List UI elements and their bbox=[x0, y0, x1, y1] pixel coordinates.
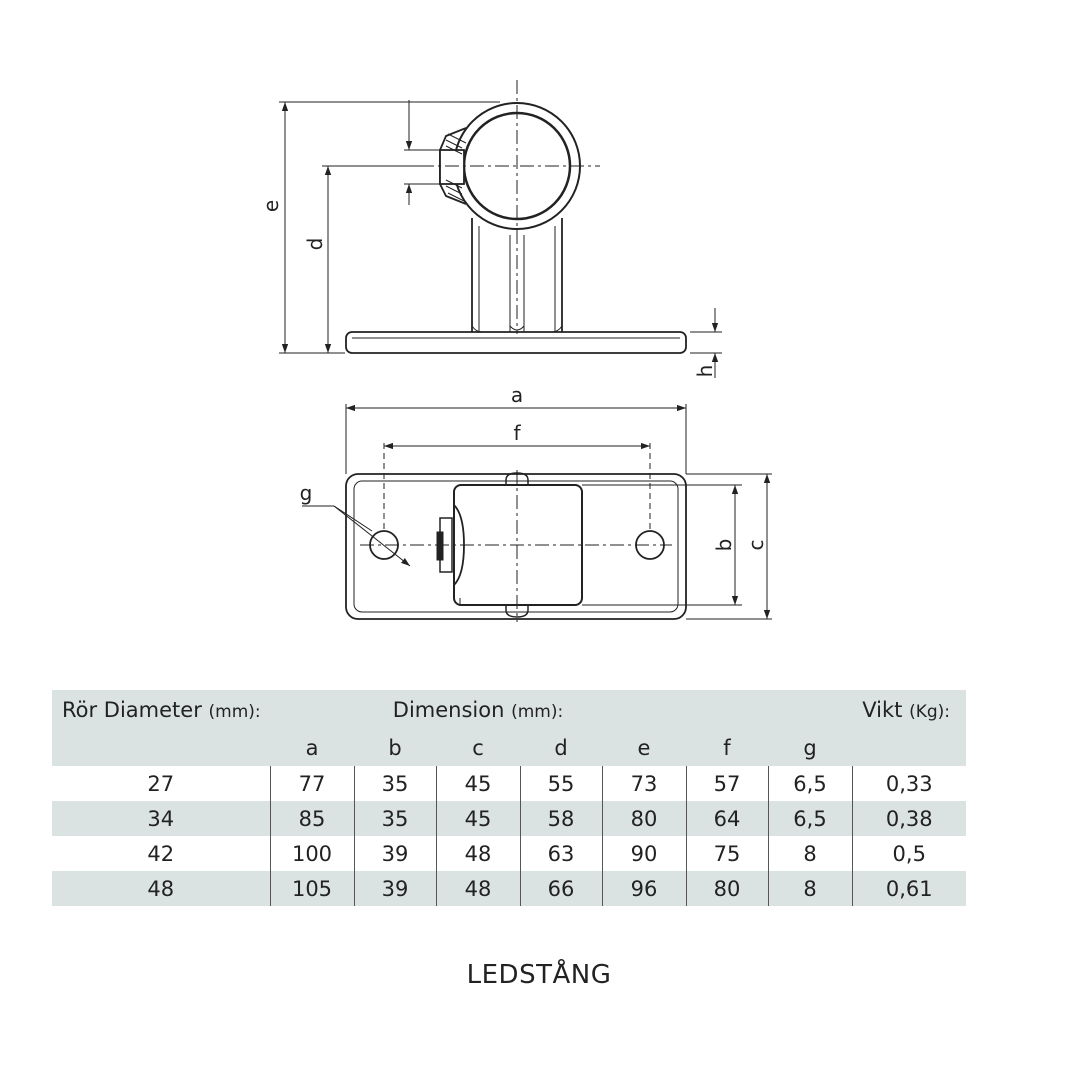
table-row: 48 105 39 48 66 96 80 8 0,61 bbox=[52, 871, 967, 906]
column-header: e bbox=[602, 730, 686, 766]
label-a: a bbox=[511, 383, 523, 407]
label-g: g bbox=[300, 481, 313, 505]
dimension-header: Dimension (mm): bbox=[354, 690, 602, 730]
top-dimensions bbox=[302, 404, 772, 620]
side-dimensions bbox=[279, 100, 722, 378]
label-d: d bbox=[303, 238, 327, 251]
set-screw bbox=[439, 149, 465, 185]
column-header: d bbox=[520, 730, 602, 766]
table-column-letters-row: a b c d e f g bbox=[52, 730, 967, 766]
column-header: b bbox=[354, 730, 436, 766]
table-row: 34 85 35 45 58 80 64 6,5 0,38 bbox=[52, 801, 967, 836]
technical-drawing: e d h a f g b c bbox=[259, 80, 772, 622]
side-view bbox=[345, 80, 687, 354]
product-caption: LEDSTÅNG bbox=[466, 960, 612, 990]
pipe-diameter-header: Rör Diameter (mm): bbox=[52, 690, 270, 730]
label-c: c bbox=[744, 540, 768, 551]
column-header: f bbox=[686, 730, 768, 766]
label-h: h bbox=[693, 365, 717, 378]
label-e: e bbox=[259, 200, 283, 212]
table-row: 27 77 35 45 55 73 57 6,5 0,33 bbox=[52, 766, 967, 801]
column-header: g bbox=[768, 730, 852, 766]
dim-g-leader bbox=[333, 505, 411, 567]
dimension-table: Rör Diameter (mm): Dimension (mm): Vikt … bbox=[52, 690, 967, 906]
top-view bbox=[345, 470, 687, 622]
column-header: a bbox=[270, 730, 354, 766]
label-b: b bbox=[712, 539, 736, 552]
top-base-plate bbox=[345, 473, 687, 620]
table-row: 42 100 39 48 63 90 75 8 0,5 bbox=[52, 836, 967, 871]
weight-header: Vikt (Kg): bbox=[768, 690, 967, 730]
table-header-row: Rör Diameter (mm): Dimension (mm): Vikt … bbox=[52, 690, 967, 730]
column-header: c bbox=[436, 730, 520, 766]
side-base-plate bbox=[345, 331, 687, 354]
label-f: f bbox=[513, 421, 521, 445]
